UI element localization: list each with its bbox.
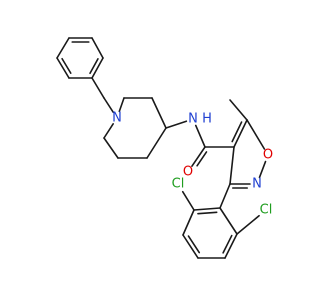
bond-layer — [56, 37, 267, 259]
bond-a6-a1 — [219, 207, 238, 235]
bond-a3-a4 — [182, 234, 199, 259]
bond-p3-p4 — [146, 127, 167, 159]
atom-label-nhH: H — [202, 112, 212, 127]
bond-a5-a6 — [224, 233, 238, 259]
bond-c4-c5-second — [231, 121, 243, 143]
bond-ch2-n1 — [103, 97, 114, 113]
bond-a6-cl2 — [236, 214, 260, 235]
bond-n1-p1 — [103, 123, 114, 139]
bond-c_am-o_am-second — [196, 151, 208, 167]
bond-c5-o_ring — [246, 119, 266, 150]
bond-b3-b4-second — [89, 58, 99, 75]
atom-label-o_am: O — [183, 165, 193, 180]
bond-p6-n1 — [118, 97, 125, 113]
bond-nh-c_am — [194, 124, 206, 148]
bond-c3-c4 — [229, 146, 235, 185]
bond-c4-c5 — [233, 119, 248, 148]
bond-a1-a2 — [193, 207, 221, 211]
atom-label-n_ring: N — [252, 177, 262, 192]
bond-b6-b1 — [56, 37, 70, 59]
bond-a2-cl1 — [181, 190, 195, 211]
bond-b5-b6 — [56, 57, 70, 79]
bond-c3-a1 — [219, 183, 231, 209]
atom-label-cl2: Cl — [260, 203, 273, 218]
bond-p1-p2 — [103, 137, 119, 159]
bond-p4-p5 — [151, 97, 167, 129]
bond-a3-a4-second — [187, 235, 201, 254]
bond-b4-ch2 — [91, 77, 105, 99]
bond-p4-nh — [165, 120, 188, 129]
bond-c_am-o_am — [191, 146, 206, 168]
bond-c5-me — [229, 99, 248, 121]
bond-b3-b4 — [91, 57, 104, 79]
atom-label-n1: N — [112, 111, 122, 126]
bond-b2-b3 — [91, 37, 104, 59]
atom-label-nh: N — [188, 112, 198, 127]
bond-o_ring-n_ring — [258, 160, 267, 179]
bond-a1-a2-second — [197, 211, 218, 215]
atom-label-cl1: Cl — [172, 177, 185, 192]
bond-a5-a6-second — [222, 234, 233, 254]
bond-a2-a3 — [182, 209, 195, 236]
atom-label-o_ring: O — [263, 148, 273, 163]
bond-b5-b6-second — [61, 57, 72, 74]
